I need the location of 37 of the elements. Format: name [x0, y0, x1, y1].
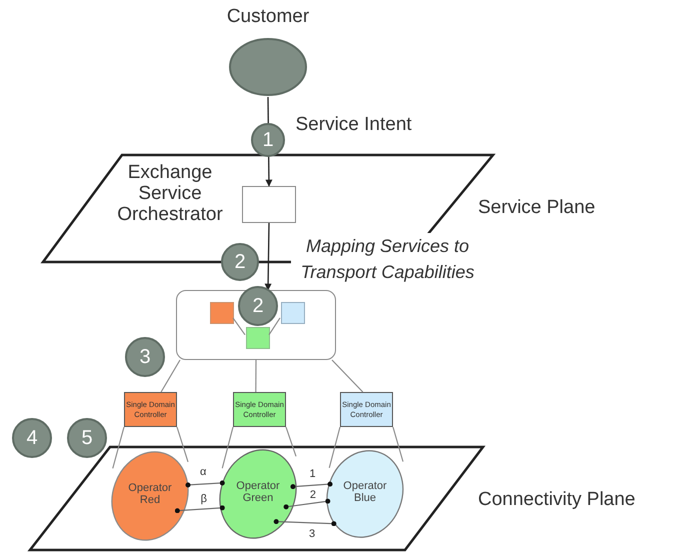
node-caption: Exchange Service Orchestrator — [116, 163, 224, 226]
connector-line — [332, 360, 364, 392]
link-line — [174, 505, 225, 514]
connector-line — [268, 318, 280, 336]
connector-line — [112, 426, 125, 469]
domain-square — [246, 327, 270, 349]
node-label: Operator Green — [235, 480, 281, 504]
node-heading: Customer — [226, 7, 310, 28]
plane-label: Connectivity Plane — [478, 490, 636, 511]
callout-number: 3 — [125, 337, 165, 377]
connector-line — [392, 426, 404, 462]
connector-line — [328, 426, 341, 468]
connector-line — [160, 360, 180, 392]
plane-label: Service Plane — [478, 198, 596, 219]
edge-label: α — [198, 466, 208, 478]
node-label: Operator Red — [127, 482, 173, 506]
edge-label: 3 — [308, 528, 316, 540]
link-line — [186, 480, 225, 488]
connector-line — [255, 360, 257, 392]
edge-label: 1 — [308, 468, 317, 480]
node-label: Operator Blue — [342, 480, 388, 504]
domain-square — [281, 302, 305, 324]
link-line — [284, 498, 330, 510]
callout-number: 2 — [221, 243, 259, 281]
callout-number: 4 — [12, 418, 52, 458]
callout-number: 5 — [67, 418, 107, 458]
domain-square — [210, 302, 234, 324]
link-line — [274, 519, 336, 526]
connector-line — [232, 318, 246, 336]
callout-number: 1 — [251, 123, 285, 157]
arrow — [264, 223, 272, 291]
edge-label: 2 — [308, 489, 317, 502]
connector-line — [176, 426, 189, 462]
connector-line — [222, 426, 234, 468]
link-line — [290, 482, 333, 490]
controller-group-panel — [176, 290, 336, 360]
edge-label: β — [200, 492, 208, 505]
